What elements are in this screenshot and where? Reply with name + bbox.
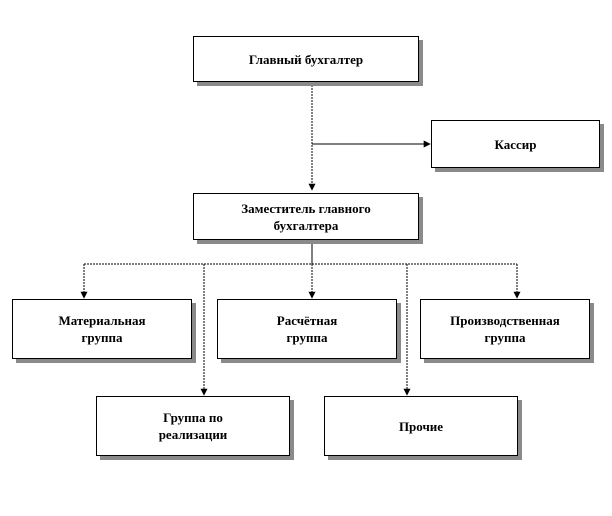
node-other: Прочие	[324, 396, 518, 456]
node-deputy-chief-accountant: Заместитель главного бухгалтера	[193, 193, 419, 240]
node-sales-group: Группа по реализации	[96, 396, 290, 456]
node-cashier: Кассир	[431, 120, 600, 168]
node-production-group: Производственная группа	[420, 299, 590, 359]
node-settlement-group: Расчётная группа	[217, 299, 397, 359]
node-chief-accountant: Главный бухгалтер	[193, 36, 419, 82]
node-material-group: Материальная группа	[12, 299, 192, 359]
